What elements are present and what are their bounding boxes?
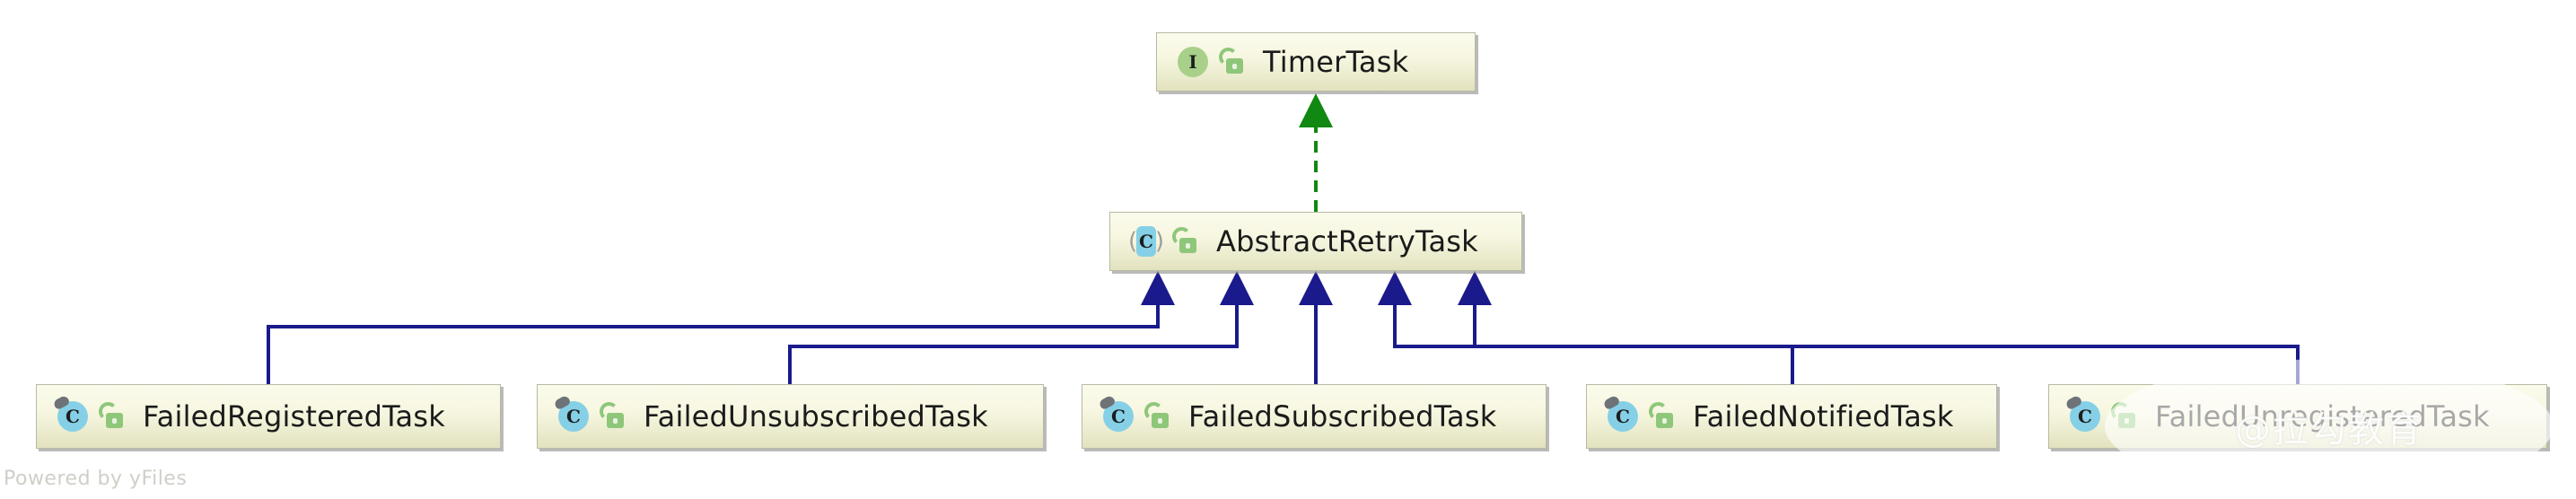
unlocked-padlock-icon [1143, 401, 1170, 432]
uml-node-label: FailedRegisteredTask [143, 399, 445, 433]
edge-inherit-unregistered[interactable] [1458, 271, 2300, 384]
class-icon: C [1602, 394, 1643, 436]
unlocked-padlock-icon [2110, 401, 2137, 432]
uml-node-label: TimerTask [1263, 45, 1409, 79]
edge-inherit-subscribed[interactable] [1299, 271, 1333, 384]
unlocked-padlock-icon [599, 401, 626, 432]
uml-node-label: FailedNotifiedTask [1693, 399, 1954, 433]
uml-node-failed-subscribed-task[interactable]: C FailedSubscribedTask [1082, 384, 1546, 449]
uml-node-abstract-retry-task[interactable]: ( C ) AbstractRetryTask [1109, 212, 1522, 271]
unlocked-padlock-icon [1648, 401, 1675, 432]
uml-node-failed-notified-task[interactable]: C FailedNotifiedTask [1586, 384, 1997, 449]
unlocked-padlock-icon [1171, 226, 1198, 257]
uml-node-failed-unsubscribed-task[interactable]: C FailedUnsubscribedTask [537, 384, 1044, 449]
class-icon: C [2064, 394, 2105, 436]
class-icon: C [1098, 394, 1138, 436]
edge-inherit-notified[interactable] [1378, 271, 1794, 384]
edge-realization[interactable] [1299, 93, 1333, 212]
interface-icon: I [1173, 42, 1213, 82]
yfiles-credit-text: Powered by yFiles [4, 468, 188, 490]
edge-inherit-registered[interactable] [267, 271, 1175, 384]
edge-inherit-unsubscribed[interactable] [788, 271, 1254, 384]
uml-node-label: FailedUnsubscribedTask [644, 399, 988, 433]
uml-node-label: FailedSubscribedTask [1188, 399, 1497, 433]
uml-node-label: FailedUnregisteredTask [2155, 399, 2490, 433]
uml-node-timer-task[interactable]: I TimerTask [1156, 32, 1476, 92]
abstract-class-icon: ( C ) [1128, 226, 1164, 257]
uml-node-label: AbstractRetryTask [1216, 224, 1478, 258]
uml-node-failed-unregistered-task[interactable]: C FailedUnregisteredTask [2048, 384, 2547, 449]
unlocked-padlock-icon [1218, 47, 1245, 77]
uml-node-failed-registered-task[interactable]: C FailedRegisteredTask [36, 384, 501, 449]
unlocked-padlock-icon [98, 401, 125, 432]
class-icon: C [52, 394, 92, 436]
class-icon: C [553, 394, 593, 436]
